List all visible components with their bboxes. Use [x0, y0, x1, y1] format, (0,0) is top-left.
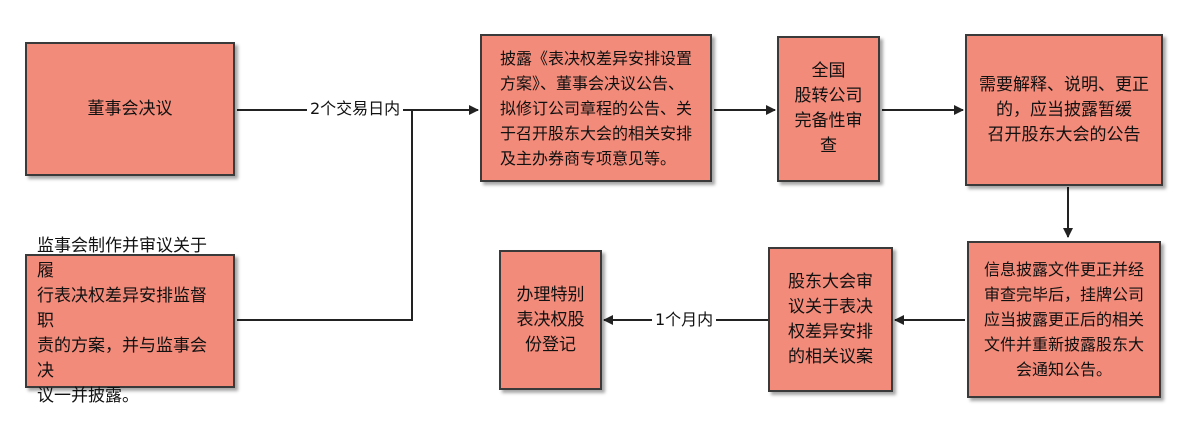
board-resolution-box: 董事会决议	[25, 42, 235, 176]
neeq-review-box: 全国 股转公司 完备性审 查	[777, 36, 880, 182]
edge-label-one-month: 1个月内	[652, 310, 717, 330]
corrected-disclosure-box: 信息披露文件更正并经 审查完毕后，挂牌公司 应当披露更正后的相关 文件并重新披露…	[967, 241, 1161, 398]
edge-label-two-trading-days: 2个交易日内	[307, 99, 404, 119]
postpone-notice-box: 需要解释、说明、更正 的，应当披露暂缓 召开股东大会的公告	[965, 34, 1163, 186]
disclosure-plan-box: 披露《表决权差异安排设置 方案》、董事会决议公告、 拟修订公司章程的公告、关 于…	[480, 34, 712, 182]
edge-supervisory-to-junction	[237, 110, 413, 321]
shareholder-meeting-box: 股东大会审 议关于表决 权差异安排 的相关议案	[768, 247, 893, 392]
supervisory-board-box: 监事会制作并审议关于履 行表决权差异安排监督职 责的方案，并与监事会决 议一并披…	[25, 236, 235, 406]
registration-box: 办理特别 表决权股 份登记	[499, 250, 602, 390]
